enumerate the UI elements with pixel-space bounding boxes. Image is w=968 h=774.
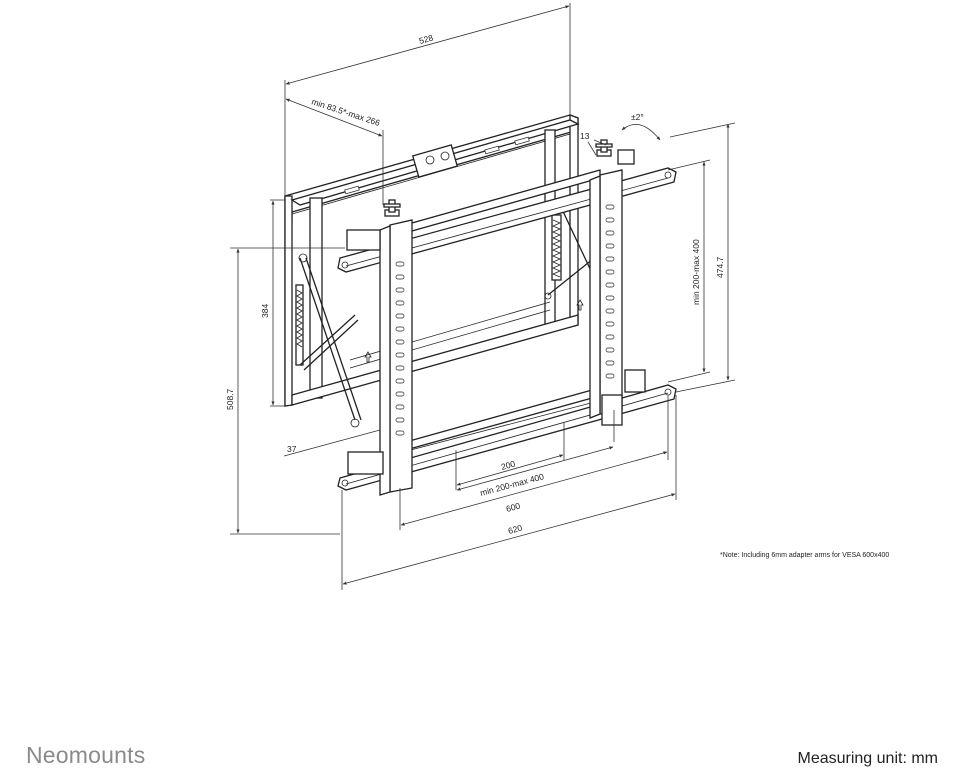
dim-474-7: 474.7 [715,256,725,278]
right-rail-slots [605,204,615,379]
dim-508-7: 508.7 [225,388,235,410]
dim-vesa-vertical: min 200-max 400 [691,239,701,305]
dim-tilt: ±2° [631,112,644,122]
dim-528: 528 [418,33,435,46]
dim-620: 620 [507,523,524,536]
dim-384: 384 [260,304,270,318]
dim-600: 600 [505,501,522,514]
right-knob [595,139,635,165]
measuring-unit: Measuring unit: mm [797,750,939,767]
left-rail-slots [395,261,405,436]
dim-bolt-depth: 13 [580,131,590,141]
front-frame [337,139,677,496]
left-knob [383,199,401,217]
dim-200: 200 [500,459,517,472]
left-arm [295,253,362,428]
brand-logo: Neomounts [26,742,146,768]
wall-plate [284,114,580,407]
dimension-lines [230,3,736,590]
dimension-labels: 528 min 83.5*-max 266 ±2° 13 384 508.7 m… [225,33,725,536]
vesa-note: *Note: Including 6mm adapter arms for VE… [720,552,889,559]
dim-37: 37 [287,444,297,454]
